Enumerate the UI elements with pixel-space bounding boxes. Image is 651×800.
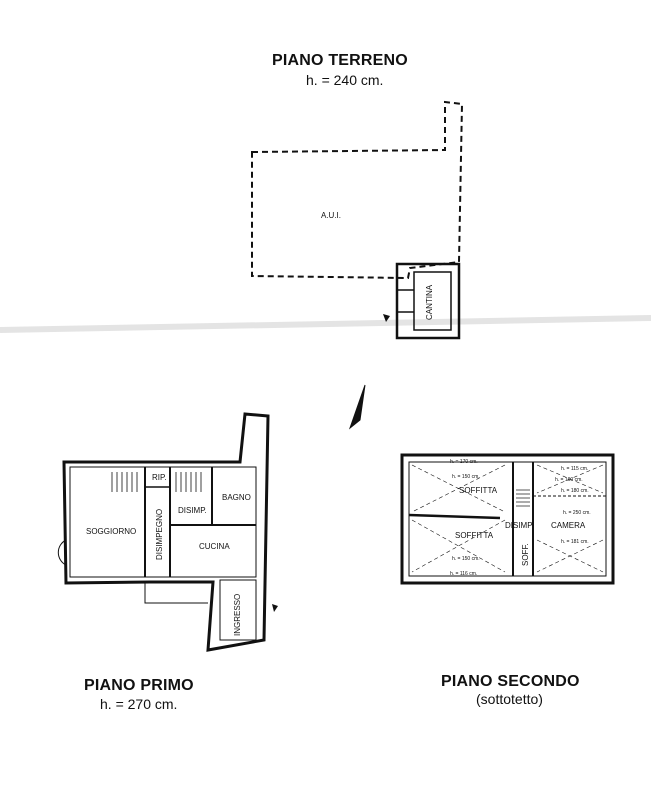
cantina-label: CANTINA bbox=[425, 284, 434, 320]
aui-outline bbox=[251, 100, 464, 280]
dimension-label: h. = 116 cm. bbox=[450, 571, 477, 577]
ground-floor-plan: A.U.I. CANTINA bbox=[251, 100, 464, 340]
dimension-label: h. = 181 cm. bbox=[561, 539, 589, 545]
disimp-2-label: DISIMP. bbox=[505, 521, 534, 530]
ground-floor-title: PIANO TERRENO bbox=[272, 52, 408, 69]
entrance-arrow-icon bbox=[383, 314, 390, 322]
dimension-label: h. = 250 cm. bbox=[563, 510, 591, 516]
dimension-label: h. = 170 cm. bbox=[450, 459, 478, 465]
rip-label: RIP. bbox=[152, 473, 167, 482]
stairs-left bbox=[111, 472, 138, 492]
soffitta-2-label: SOFFITTA bbox=[455, 531, 494, 540]
cantina-inner-wall bbox=[413, 271, 452, 331]
entrance-arrow-icon bbox=[272, 604, 278, 612]
entrance-corridor bbox=[219, 579, 257, 641]
ingresso-label: INGRESSO bbox=[233, 594, 242, 636]
second-floor-subtitle: (sottotetto) bbox=[476, 691, 543, 707]
dimension-label: h. = 150 cm. bbox=[452, 556, 480, 562]
sloped-ceiling-marks bbox=[411, 464, 604, 573]
balcony-outline bbox=[144, 583, 208, 604]
disimp-label: DISIMP. bbox=[178, 506, 207, 515]
first-floor-plan: SOGGIORNO RIP. DISIMPEGNO DISIMP. BAGNO … bbox=[57, 412, 278, 652]
dimension-label: h. = 150 cm. bbox=[452, 474, 480, 480]
first-floor-inner-wall bbox=[69, 466, 257, 578]
first-floor-height: h. = 270 cm. bbox=[100, 696, 178, 712]
stairs-right bbox=[175, 472, 202, 492]
first-floor-title: PIANO PRIMO bbox=[84, 677, 194, 694]
second-floor-inner-wall bbox=[408, 461, 607, 577]
dimension-label: h. = 180 cm. bbox=[561, 488, 589, 494]
second-floor-title: PIANO SECONDO bbox=[441, 673, 580, 690]
aui-label: A.U.I. bbox=[321, 211, 341, 220]
disimpegno-label: DISIMPEGNO bbox=[155, 509, 164, 560]
soff-label: SOFF. bbox=[521, 543, 530, 566]
bay-window bbox=[57, 539, 67, 566]
second-floor-outer-wall bbox=[400, 453, 615, 585]
ground-floor-height: h. = 240 cm. bbox=[306, 72, 384, 88]
cucina-label: CUCINA bbox=[199, 542, 230, 551]
bagno-label: BAGNO bbox=[222, 493, 251, 502]
cantina-outer-wall bbox=[395, 262, 461, 340]
soffitta-1-label: SOFFITTA bbox=[459, 486, 498, 495]
dimension-label: h. = 160 cm. bbox=[555, 477, 583, 483]
soggiorno-label: SOGGIORNO bbox=[86, 527, 136, 536]
scan-crease bbox=[0, 315, 651, 333]
first-floor-outer-wall bbox=[62, 412, 270, 652]
north-arrow-icon bbox=[348, 384, 366, 430]
second-floor-plan: SOFFITTA SOFFITTA DISIMP. CAMERA SOFF. h… bbox=[400, 453, 615, 585]
second-floor-stairs bbox=[516, 489, 530, 507]
camera-label: CAMERA bbox=[551, 521, 586, 530]
wall-attics bbox=[408, 513, 501, 520]
dimension-label: h. = 115 cm. bbox=[561, 466, 588, 472]
